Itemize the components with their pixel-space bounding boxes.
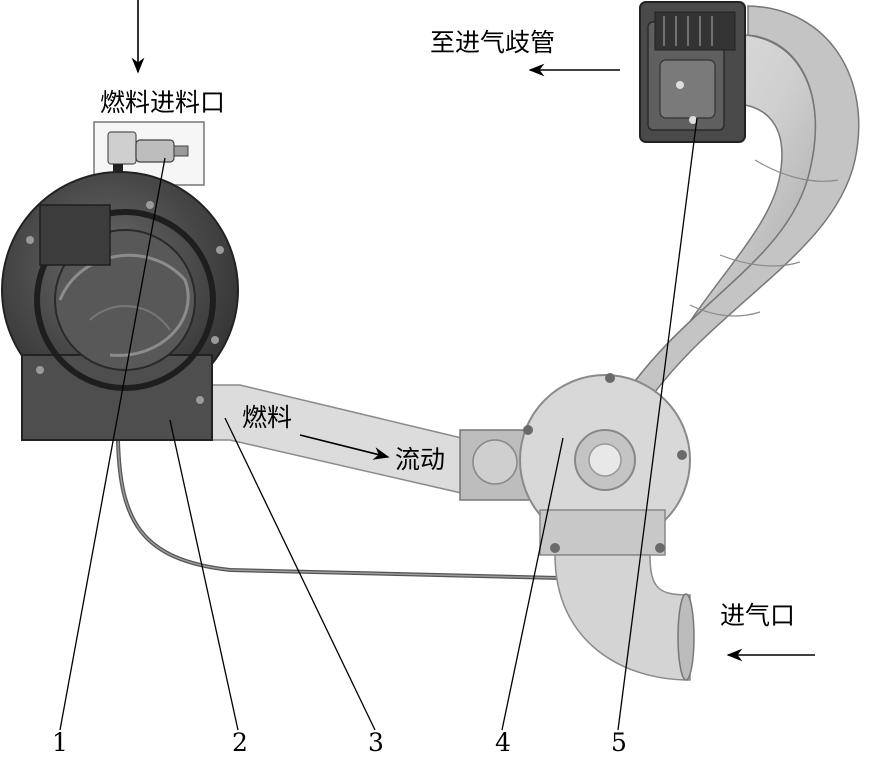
part-number-3: 3 [368, 728, 384, 757]
part-number-5: 5 [611, 728, 627, 757]
to-intake-manifold-label: 至进气歧管 [430, 28, 556, 57]
leader-line-3 [224, 417, 376, 731]
fuel-inlet-label: 燃料进料口 [100, 88, 226, 117]
air-inlet-opening [677, 593, 695, 681]
air-inlet-label: 进气口 [720, 601, 796, 630]
vaporizer [1, 171, 239, 441]
fuel-flow-arrow [299, 434, 390, 460]
fuel-tube [204, 384, 471, 496]
leader-line-2 [169, 419, 239, 731]
throttle-body [639, 1, 746, 143]
flow-label: 流动 [395, 445, 446, 474]
leader-line-5 [617, 117, 698, 731]
mixer [459, 373, 691, 556]
air-inlet-elbow [554, 554, 691, 681]
fuel-label: 燃料 [242, 403, 293, 432]
intake-pipe-outer [623, 5, 860, 396]
leader-line-4 [501, 437, 564, 731]
part-number-4: 4 [495, 728, 511, 757]
leader-line-1 [59, 157, 166, 731]
part-number-2: 2 [232, 728, 248, 757]
part-number-1: 1 [52, 728, 68, 757]
